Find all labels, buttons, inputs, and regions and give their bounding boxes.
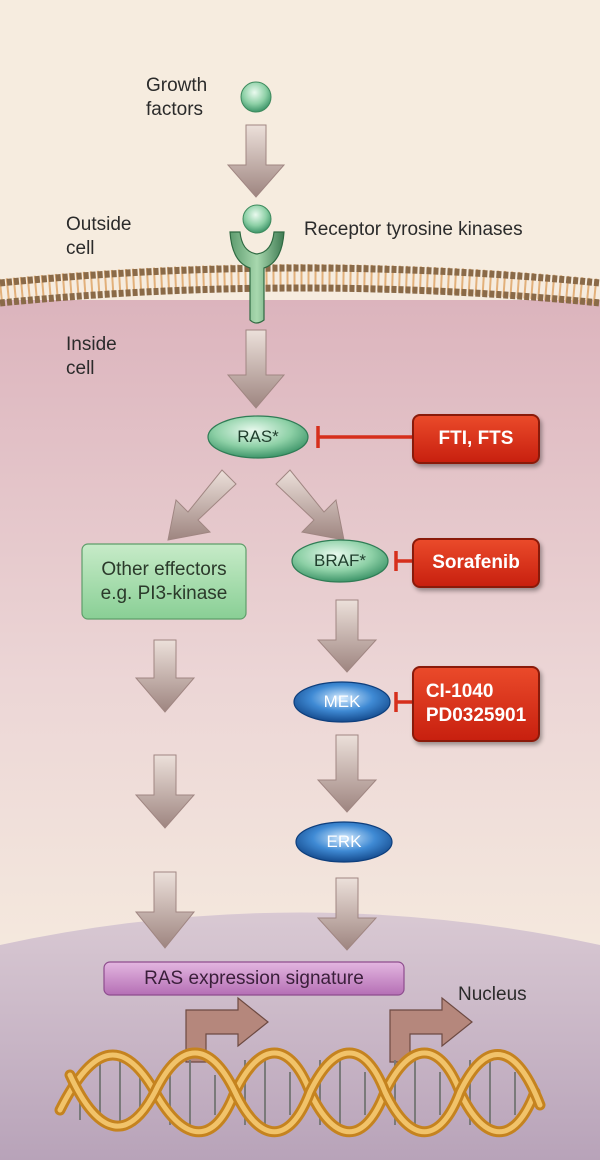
mek-inhibitor-label-2: PD0325901 — [425, 705, 527, 726]
arrow-other-3 — [134, 871, 196, 949]
other-effectors-label: Other effectors e.g. PI3-kinase — [100, 558, 228, 604]
transcription-arrow-2 — [389, 996, 473, 1063]
erk-label: ERK — [326, 832, 362, 851]
mek-label: MEK — [323, 692, 361, 711]
ras-node — [207, 415, 309, 459]
erk-node — [295, 821, 393, 863]
cell-membrane — [0, 264, 600, 307]
inside-cell-label: Inside cell — [66, 334, 117, 379]
mek-node — [293, 681, 391, 723]
growth-factor-icon — [240, 81, 272, 113]
signature-box-bg — [103, 961, 405, 996]
mek-inhibitor-label-1: CI-1040 — [425, 681, 494, 702]
arrow-mek-to-erk — [316, 734, 378, 813]
receptor-label: Receptor tyrosine kinases — [304, 219, 523, 240]
ras-signature-label: RAS expression signature — [144, 967, 364, 989]
arrows — [134, 124, 378, 951]
transcription-arrows — [185, 996, 473, 1063]
braf-inhibitor-box: Sorafenib — [412, 538, 540, 588]
dna-helix — [54, 1047, 546, 1138]
ras-signature-box: RAS expression signature — [104, 962, 404, 995]
other-effectors-box: Other effectors e.g. PI3-kinase — [82, 544, 246, 619]
transcription-arrow-1 — [185, 996, 269, 1063]
outside-cell-label: Outside cell — [66, 214, 132, 259]
receptor-icon — [229, 204, 285, 324]
other-effectors-box-bg — [81, 543, 247, 620]
braf-label: BRAF* — [314, 551, 366, 570]
braf-inhibitor-label: Sorafenib — [432, 552, 520, 573]
inhibition-lines — [316, 426, 412, 712]
ras-inhibitor-box: FTI, FTS — [412, 414, 540, 464]
arrow-braf-to-mek — [316, 599, 378, 673]
arrow-receptor-to-ras — [226, 329, 286, 409]
arrow-other-1 — [134, 639, 196, 713]
arrow-growth-to-receptor — [226, 124, 286, 198]
arrow-erk-to-signature — [316, 877, 378, 951]
nucleus-label: Nucleus — [458, 984, 527, 1005]
arrow-other-2 — [134, 754, 196, 829]
arrow-ras-to-braf — [275, 469, 345, 541]
cell-interior — [0, 300, 600, 1000]
growth-factors-label: Growth factors — [146, 75, 208, 120]
ras-inhibitor-label: FTI, FTS — [438, 428, 514, 449]
arrow-ras-to-other — [167, 469, 237, 541]
ras-label: RAS* — [237, 427, 279, 446]
braf-node — [291, 539, 389, 583]
mek-inhibitor-box: CI-1040 PD0325901 — [412, 666, 540, 742]
